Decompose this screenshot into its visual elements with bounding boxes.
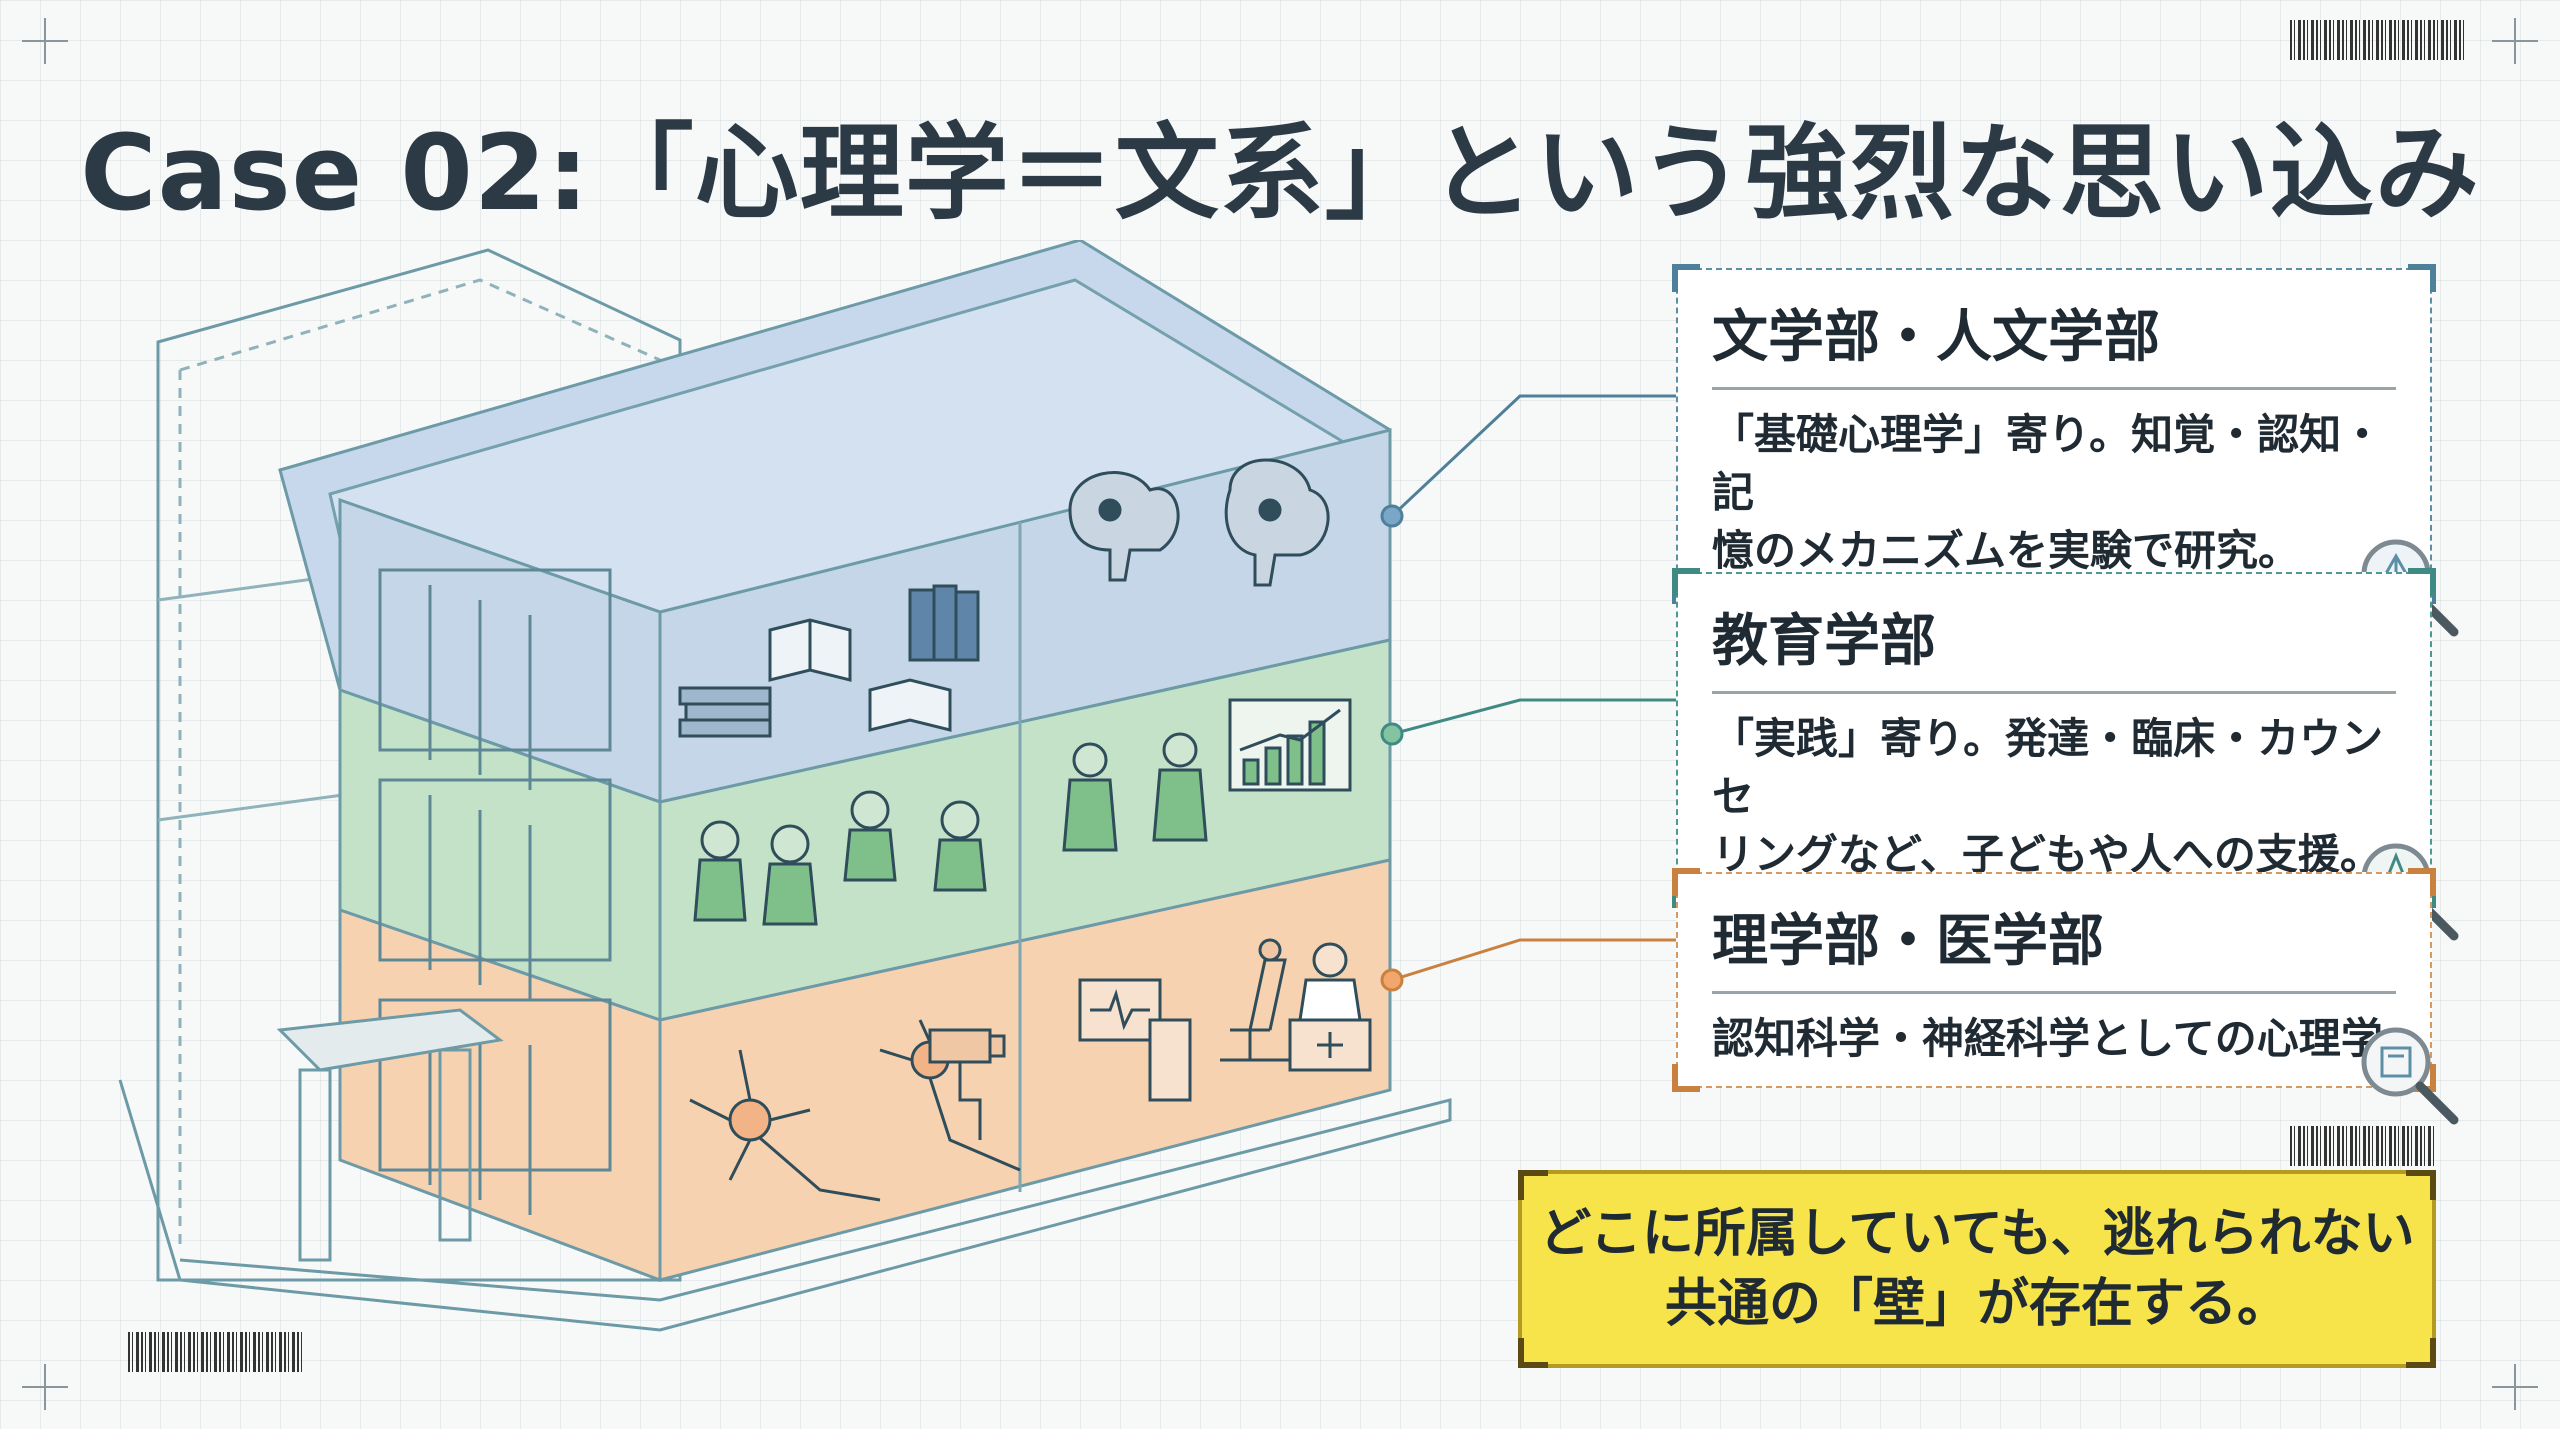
children-icon xyxy=(693,790,987,926)
doctor-icon xyxy=(1288,942,1372,1072)
books-icon xyxy=(678,584,980,738)
callout-science-body: 認知科学・神経科学としての心理学 xyxy=(1712,1014,2383,1063)
callout-education: 教育学部 「実践」寄り。発達・臨床・カウンセ リングなど、子どもや人への支援。 xyxy=(1672,568,2459,941)
barcode-top-right xyxy=(2290,20,2466,60)
facade-windows xyxy=(378,568,612,1215)
callout-science-heading: 理学部・医学部 xyxy=(1712,896,2396,994)
corner-crosshair-tl xyxy=(22,18,68,64)
corner-crosshair-bl xyxy=(22,1364,68,1410)
connector-blue xyxy=(1390,394,1676,518)
microscope-icon xyxy=(1220,938,1290,1062)
conclusion-line-1: どこに所属していても、逃れられない xyxy=(1539,1204,2415,1264)
callout-humanities-heading: 文学部・人文学部 xyxy=(1712,292,2396,390)
floor-bottom xyxy=(658,858,1392,1282)
connector-teal xyxy=(1391,698,1676,736)
magnifier-device-icon xyxy=(2361,1027,2459,1125)
brain-icon xyxy=(1068,458,1330,587)
camera-icon xyxy=(928,1028,1006,1140)
connector-dot-teal xyxy=(1380,722,1404,746)
barcode-bottom-left xyxy=(128,1332,304,1372)
barcode-right xyxy=(2290,1126,2434,1166)
conclusion-line-2: 共通の「壁」が存在する。 xyxy=(1664,1274,2289,1334)
callout-humanities-body: 「基礎心理学」寄り。知覚・認知・記 憶のメカニズムを実験で研究。 xyxy=(1712,410,2384,575)
conclusion-banner: どこに所属していても、逃れられない 共通の「壁」が存在する。 xyxy=(1518,1170,2436,1368)
page-title: Case 02:「心理学＝文系」という強烈な思い込み xyxy=(80,112,2480,234)
corner-crosshair-tr xyxy=(2492,18,2538,64)
connector-dot-orange xyxy=(1380,968,1404,992)
connector-dot-blue xyxy=(1380,504,1404,528)
counseling-icon xyxy=(1062,732,1208,852)
medical-monitor-icon xyxy=(1078,978,1192,1102)
callout-humanities: 文学部・人文学部 「基礎心理学」寄り。知覚・認知・記 憶のメカニズムを実験で研究… xyxy=(1672,264,2459,637)
connector-orange xyxy=(1391,938,1676,982)
growth-chart-icon xyxy=(1228,698,1352,792)
entrance-canopy xyxy=(118,1008,1452,1332)
callout-science-medicine: 理学部・医学部 認知科学・神経科学としての心理学 xyxy=(1672,868,2459,1125)
corner-crosshair-br xyxy=(2492,1364,2538,1410)
callout-education-body: 「実践」寄り。発達・臨床・カウンセ リングなど、子どもや人への支援。 xyxy=(1712,714,2384,879)
callout-education-heading: 教育学部 xyxy=(1712,596,2396,694)
building-illustration xyxy=(118,240,1452,1332)
